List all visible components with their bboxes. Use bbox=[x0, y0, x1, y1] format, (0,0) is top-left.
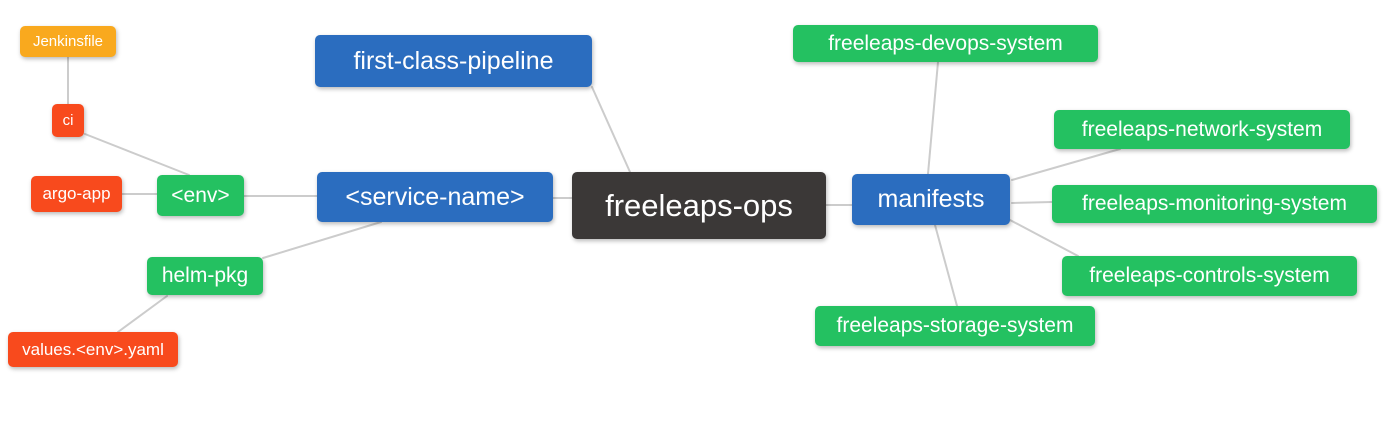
node-env[interactable]: <env> bbox=[157, 175, 244, 216]
edge-manifests-network-system bbox=[1011, 148, 1121, 181]
node-freeleaps-network-system[interactable]: freeleaps-network-system bbox=[1054, 110, 1350, 149]
node-manifests[interactable]: manifests bbox=[852, 174, 1010, 225]
node-ci[interactable]: ci bbox=[52, 104, 84, 137]
node-freeleaps-ops-root[interactable]: freeleaps-ops bbox=[572, 172, 826, 239]
node-values-env-yaml[interactable]: values.<env>.yaml bbox=[8, 332, 178, 367]
node-jenkinsfile[interactable]: Jenkinsfile bbox=[20, 26, 116, 57]
edge-manifests-monitoring-system bbox=[1011, 201, 1053, 204]
edge-pipeline-freeleaps-ops bbox=[591, 86, 631, 173]
edge-ci-env bbox=[84, 133, 190, 176]
node-first-class-pipeline[interactable]: first-class-pipeline bbox=[315, 35, 592, 87]
edge-manifests-controls-system bbox=[1009, 219, 1079, 257]
edge-manifests-storage-system bbox=[934, 224, 958, 307]
node-service-name[interactable]: <service-name> bbox=[317, 172, 553, 222]
node-freeleaps-devops-system[interactable]: freeleaps-devops-system bbox=[793, 25, 1098, 62]
edge-service-name-helm-pkg bbox=[262, 221, 382, 259]
node-helm-pkg[interactable]: helm-pkg bbox=[147, 257, 263, 295]
edge-manifests-devops-system bbox=[927, 61, 939, 175]
node-freeleaps-controls-system[interactable]: freeleaps-controls-system bbox=[1062, 256, 1357, 296]
node-freeleaps-monitoring-system[interactable]: freeleaps-monitoring-system bbox=[1052, 185, 1377, 223]
node-freeleaps-storage-system[interactable]: freeleaps-storage-system bbox=[815, 306, 1095, 346]
edge-helm-pkg-values bbox=[117, 295, 168, 333]
node-argo-app[interactable]: argo-app bbox=[31, 176, 122, 212]
